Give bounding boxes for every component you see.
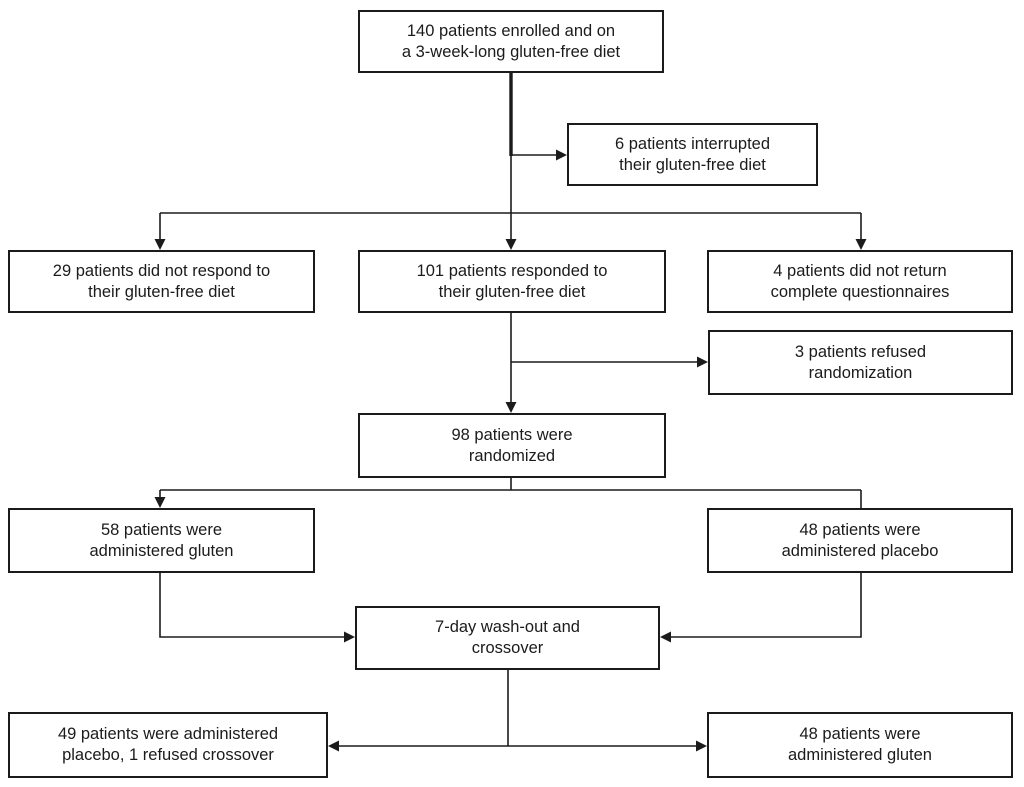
flow-node-placebo-arm: 48 patients were administered placebo	[707, 508, 1013, 573]
flow-node-gluten-arm: 58 patients were administered gluten	[8, 508, 315, 573]
flow-node-placebo-arm-label: 48 patients were administered placebo	[781, 520, 939, 560]
flow-node-interrupted-diet-label: 6 patients interrupted their gluten-free…	[614, 134, 771, 174]
flow-node-enrolled-label: 140 patients enrolled and on a 3-week-lo…	[401, 21, 621, 61]
flow-node-randomized-label: 98 patients were randomized	[451, 425, 573, 465]
flow-node-crossover-placebo: 49 patients were administered placebo, 1…	[8, 712, 328, 778]
flow-node-gluten-arm-label: 58 patients were administered gluten	[89, 520, 234, 560]
flow-node-refused-randomization-label: 3 patients refused randomization	[794, 342, 927, 382]
flow-node-interrupted-diet: 6 patients interrupted their gluten-free…	[567, 123, 818, 186]
flow-node-responded-label: 101 patients responded to their gluten-f…	[416, 261, 608, 301]
flow-node-washout-crossover-label: 7-day wash-out and crossover	[435, 618, 580, 657]
flow-node-randomized: 98 patients were randomized	[358, 413, 666, 478]
flow-node-crossover-gluten-label: 48 patients were administered gluten	[787, 725, 932, 764]
flow-node-refused-randomization: 3 patients refused randomization	[708, 330, 1013, 395]
flow-node-crossover-placebo-label: 49 patients were administered placebo, 1…	[57, 725, 279, 764]
flow-node-no-response: 29 patients did not respond to their glu…	[8, 250, 315, 313]
flow-node-incomplete-questionnaires-label: 4 patients did not return complete quest…	[770, 261, 950, 301]
flow-node-no-response-label: 29 patients did not respond to their glu…	[52, 261, 271, 301]
flow-node-crossover-gluten: 48 patients were administered gluten	[707, 712, 1013, 778]
flow-node-responded: 101 patients responded to their gluten-f…	[358, 250, 666, 313]
flow-node-enrolled: 140 patients enrolled and on a 3-week-lo…	[358, 10, 664, 73]
flow-node-incomplete-questionnaires: 4 patients did not return complete quest…	[707, 250, 1013, 313]
flow-node-washout-crossover: 7-day wash-out and crossover	[355, 606, 660, 670]
